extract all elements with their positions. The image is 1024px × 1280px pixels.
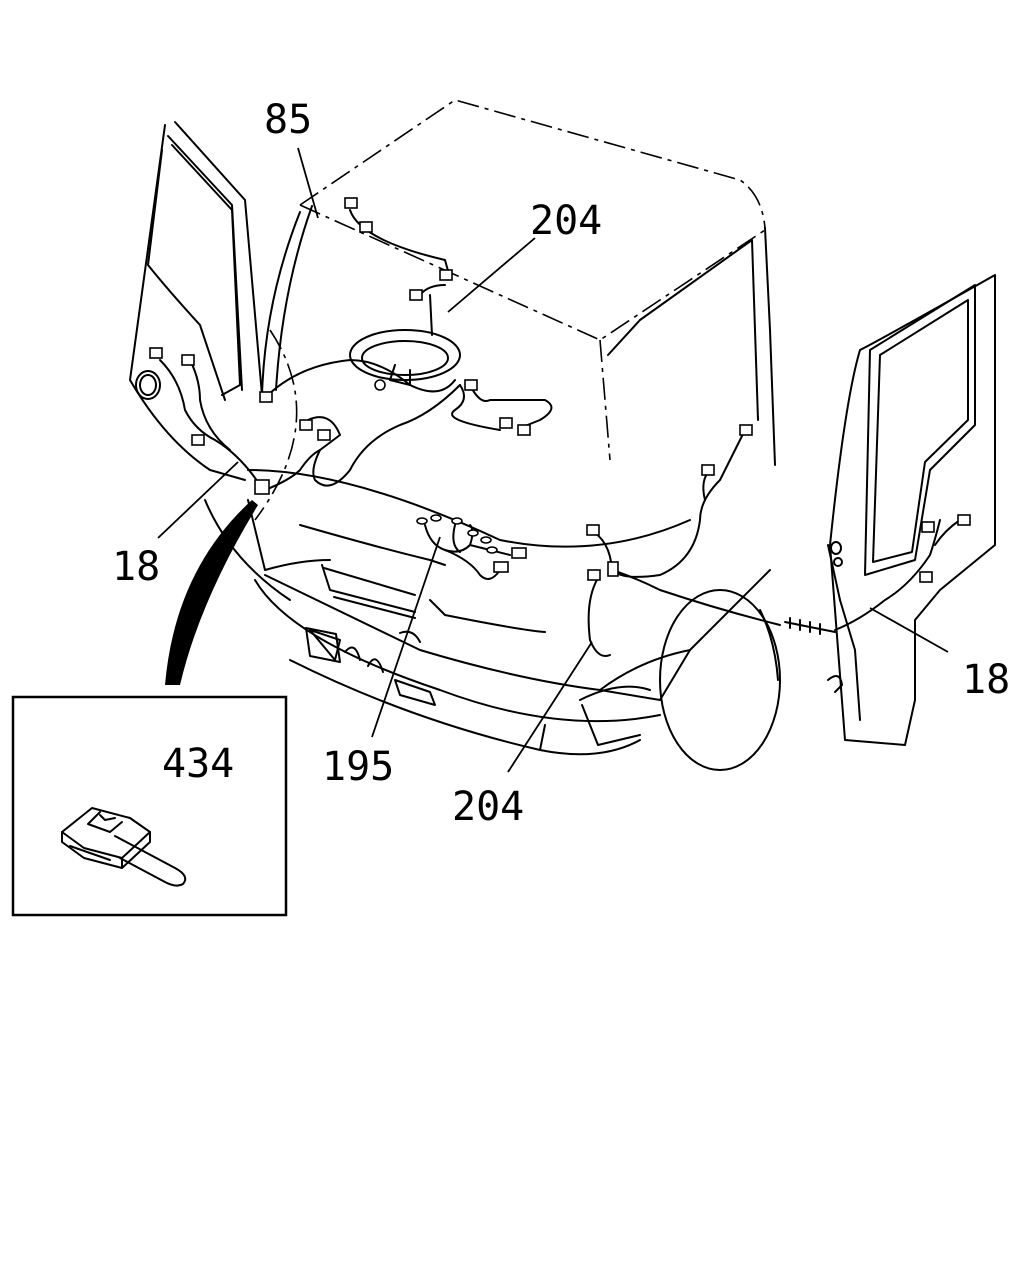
right-door xyxy=(827,274,996,746)
connector xyxy=(439,269,453,281)
front-wheel xyxy=(659,589,781,771)
callout-195: 195 xyxy=(322,744,394,790)
cab-body xyxy=(204,205,776,756)
terminal xyxy=(416,517,428,525)
connector xyxy=(587,569,601,581)
detail-pointer xyxy=(165,500,258,685)
connector xyxy=(739,424,753,436)
callout-18-right: 18 xyxy=(962,657,1010,703)
terminal xyxy=(480,536,492,544)
connector xyxy=(181,354,195,366)
connector xyxy=(701,464,715,476)
connectors xyxy=(149,197,971,635)
connector xyxy=(957,514,971,526)
connector xyxy=(511,547,527,559)
connector xyxy=(499,417,513,429)
leader-195 xyxy=(371,536,441,738)
left-door xyxy=(129,121,263,481)
terminal xyxy=(467,529,479,537)
callout-18-left: 18 xyxy=(112,544,160,590)
grille xyxy=(299,524,546,706)
connector xyxy=(149,347,163,359)
connector xyxy=(191,434,205,446)
connector xyxy=(517,424,531,436)
connector xyxy=(317,429,331,441)
leader-204-top xyxy=(447,237,536,313)
leader-18-right xyxy=(869,607,949,653)
callout-85: 85 xyxy=(264,97,312,143)
connector xyxy=(921,521,935,533)
connector xyxy=(254,479,270,495)
connector xyxy=(299,419,313,431)
terminal xyxy=(486,546,498,554)
callout-204-bottom: 204 xyxy=(452,784,524,830)
connector xyxy=(409,289,423,301)
connector xyxy=(344,197,358,209)
connector xyxy=(359,221,373,233)
connector xyxy=(464,379,478,391)
detail-inset xyxy=(11,695,288,917)
leader-18-left xyxy=(157,461,239,539)
connector xyxy=(586,524,600,536)
callout-434: 434 xyxy=(162,741,234,787)
connector xyxy=(919,571,933,583)
callouts: 85 204 18 18 195 204 434 xyxy=(112,97,1010,830)
callout-204-top: 204 xyxy=(530,198,602,244)
harness-wires xyxy=(159,209,961,657)
connector xyxy=(493,561,509,573)
connector-434-drawing xyxy=(61,807,187,887)
connector xyxy=(607,561,619,577)
terminal xyxy=(430,514,442,522)
leader-85 xyxy=(297,147,319,219)
cab-outline xyxy=(254,99,769,521)
leader-204-bottom xyxy=(507,641,593,773)
connector xyxy=(259,391,273,403)
terminal xyxy=(451,517,463,525)
grommet xyxy=(784,617,836,635)
